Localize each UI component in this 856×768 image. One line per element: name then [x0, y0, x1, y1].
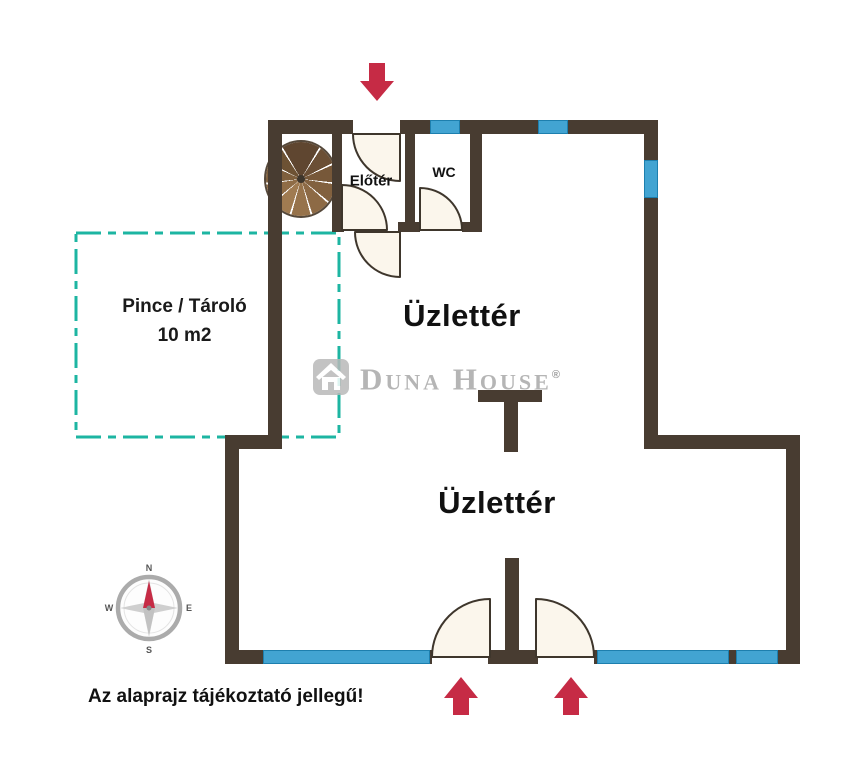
room-label-eloter: Előtér [349, 172, 393, 190]
wall-eloter-left [332, 134, 342, 232]
wall-wc-right [470, 134, 482, 232]
watermark-brand-text: Duna House® [360, 356, 563, 398]
pince-name: Pince / Tároló [122, 296, 247, 317]
wall-lower-left [225, 435, 239, 664]
window-marker [538, 120, 568, 134]
compass-center-dot [146, 605, 152, 611]
window-marker [597, 650, 729, 664]
entrance-arrow-down-icon [360, 63, 394, 101]
window-marker [644, 160, 658, 198]
compass-rose-icon: N E S W [105, 563, 192, 655]
door-bottom-left [431, 598, 491, 658]
door-bottom-right [535, 598, 595, 658]
window-marker [430, 120, 460, 134]
door-eloter-inner [341, 184, 388, 231]
wall-upper-left [268, 120, 282, 449]
window-marker [263, 650, 430, 664]
wall-eloter-bottom [332, 222, 482, 232]
duna-house-watermark: Duna House® [312, 356, 563, 398]
room-label-pince: Pince / Tároló 10 m2 [97, 292, 272, 350]
storage-dashed-rect [74, 231, 341, 439]
compass-needle-north [143, 581, 155, 608]
door-entrance [352, 133, 401, 182]
compass-label-west: W [105, 603, 114, 613]
wall-step-right [644, 435, 800, 449]
room-label-uzletter-upper: Üzlettér [403, 298, 521, 333]
wall-lower-right [786, 435, 800, 664]
compass-label-north: N [146, 563, 153, 573]
registered-trademark-symbol: ® [551, 369, 563, 381]
wall-t-stem [504, 390, 518, 452]
brand-name: Duna House [360, 361, 552, 397]
door-wc [419, 187, 463, 231]
wall-step-left [225, 435, 282, 449]
compass-needle-south [143, 608, 155, 635]
disclaimer-text: Az alaprajz tájékoztató jellegű! [88, 686, 364, 707]
house-icon [313, 359, 349, 396]
wall-upper-right [644, 120, 658, 449]
staircase-center-pole [297, 175, 305, 183]
opening-entrance [353, 120, 400, 134]
window-marker [736, 650, 778, 664]
compass-label-east: E [186, 603, 192, 613]
room-label-uzletter-lower: Üzlettér [438, 485, 556, 520]
entrance-arrow-up-icon [444, 677, 478, 715]
door-eloter-outer [354, 231, 401, 278]
wall-eloter-wc-divider [405, 134, 415, 232]
compass-label-south: S [146, 645, 152, 655]
room-label-wc: WC [432, 164, 456, 180]
wall-bottom-center-stub [505, 558, 519, 664]
pince-area: 10 m2 [157, 325, 212, 346]
entrance-arrow-up-icon [554, 677, 588, 715]
